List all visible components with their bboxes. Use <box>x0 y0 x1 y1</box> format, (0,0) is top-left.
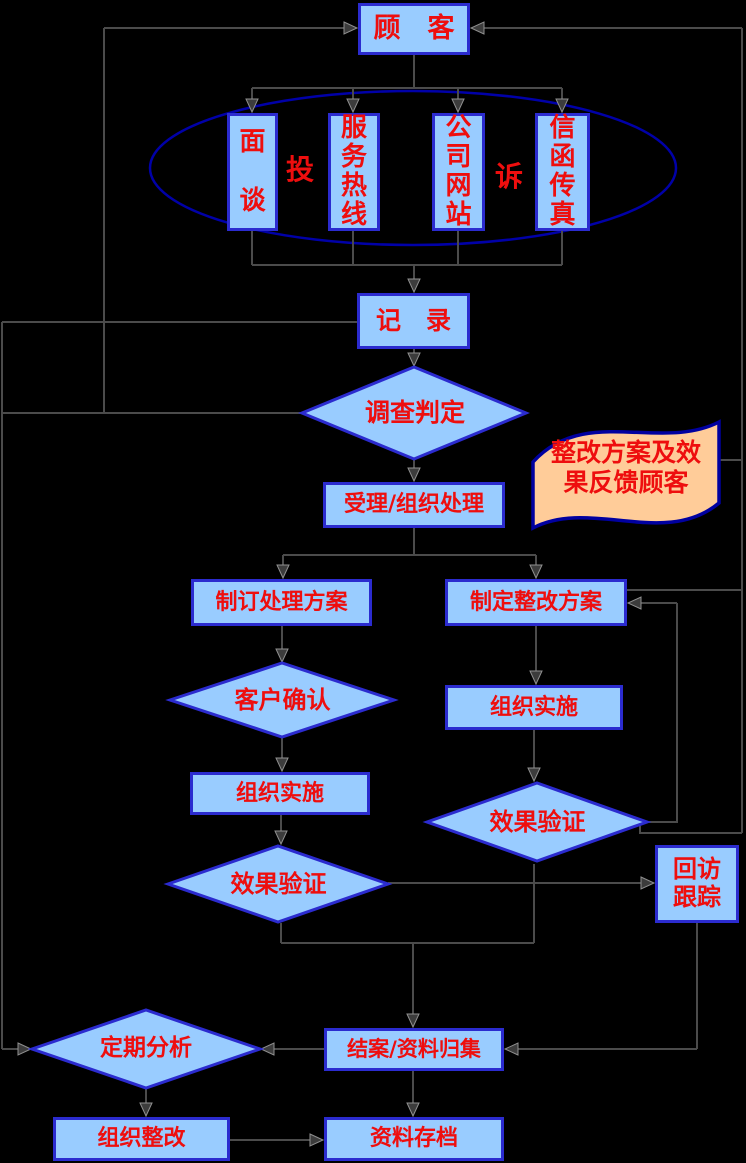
connector-lines <box>1 28 743 1049</box>
archive-node: 资料存档 <box>324 1117 504 1161</box>
plan-handle-label: 制订处理方案 <box>215 589 348 615</box>
channel-interview-label: 面 谈 <box>239 127 266 216</box>
su-text: 诉 <box>495 160 524 193</box>
verify-right-label: 效果验证 <box>489 807 586 836</box>
channel-fax-node: 信 函 传 真 <box>535 113 590 231</box>
verify-right-diamond <box>422 781 652 863</box>
feedback-banner-shape <box>531 419 721 531</box>
plan-rectify-label: 制定整改方案 <box>469 589 602 615</box>
channel-hotline-node: 服 务 热 线 <box>328 113 380 231</box>
confirm-diamond <box>165 661 399 739</box>
customer-label: 顾 客 <box>373 13 455 45</box>
plan-rectify-node: 制定整改方案 <box>445 579 627 626</box>
implement-right-node: 组织实施 <box>445 685 623 730</box>
investigate-label: 调查判定 <box>364 398 465 427</box>
rectify-org-label: 组织整改 <box>97 1126 186 1152</box>
connector-arrows <box>2 21 742 1147</box>
decision-diamonds <box>27 365 652 1090</box>
verify-left-label: 效果验证 <box>230 869 327 898</box>
archive-label: 资料存档 <box>369 1126 458 1152</box>
channel-fax-label: 信 函 传 真 <box>549 112 576 231</box>
channel-hotline-label: 服 务 热 线 <box>340 112 367 231</box>
customer-node: 顾 客 <box>358 3 470 55</box>
feedback-banner-label: 整改方案及效 果反馈顾客 <box>550 438 701 497</box>
implement-right-label: 组织实施 <box>489 694 578 720</box>
follow-up-node: 回访 跟踪 <box>655 845 739 923</box>
confirm-label: 客户确认 <box>234 685 331 714</box>
channel-website-node: 公 司 网 站 <box>432 113 485 231</box>
record-label: 记 录 <box>375 305 451 335</box>
channel-website-label: 公 司 网 站 <box>445 112 472 231</box>
rectify-org-node: 组织整改 <box>53 1117 230 1161</box>
close-case-label: 结案/资料归集 <box>347 1037 481 1062</box>
record-node: 记 录 <box>357 293 470 349</box>
accept-node: 受理/组织处理 <box>323 482 505 528</box>
channel-interview-node: 面 谈 <box>227 113 278 231</box>
plan-handle-node: 制订处理方案 <box>191 579 372 626</box>
periodic-analysis-label: 定期分析 <box>100 1035 192 1062</box>
close-case-node: 结案/资料归集 <box>324 1028 504 1071</box>
verify-left-diamond <box>163 844 393 924</box>
implement-left-node: 组织实施 <box>190 772 370 815</box>
periodic-analysis-diamond <box>27 1008 265 1090</box>
accept-label: 受理/组织处理 <box>343 492 485 518</box>
tou-text: 投 <box>286 153 315 186</box>
channels-ellipse <box>148 89 678 247</box>
investigate-diamond <box>298 365 530 461</box>
follow-up-label: 回访 跟踪 <box>673 855 721 911</box>
implement-left-label: 组织实施 <box>235 780 324 806</box>
